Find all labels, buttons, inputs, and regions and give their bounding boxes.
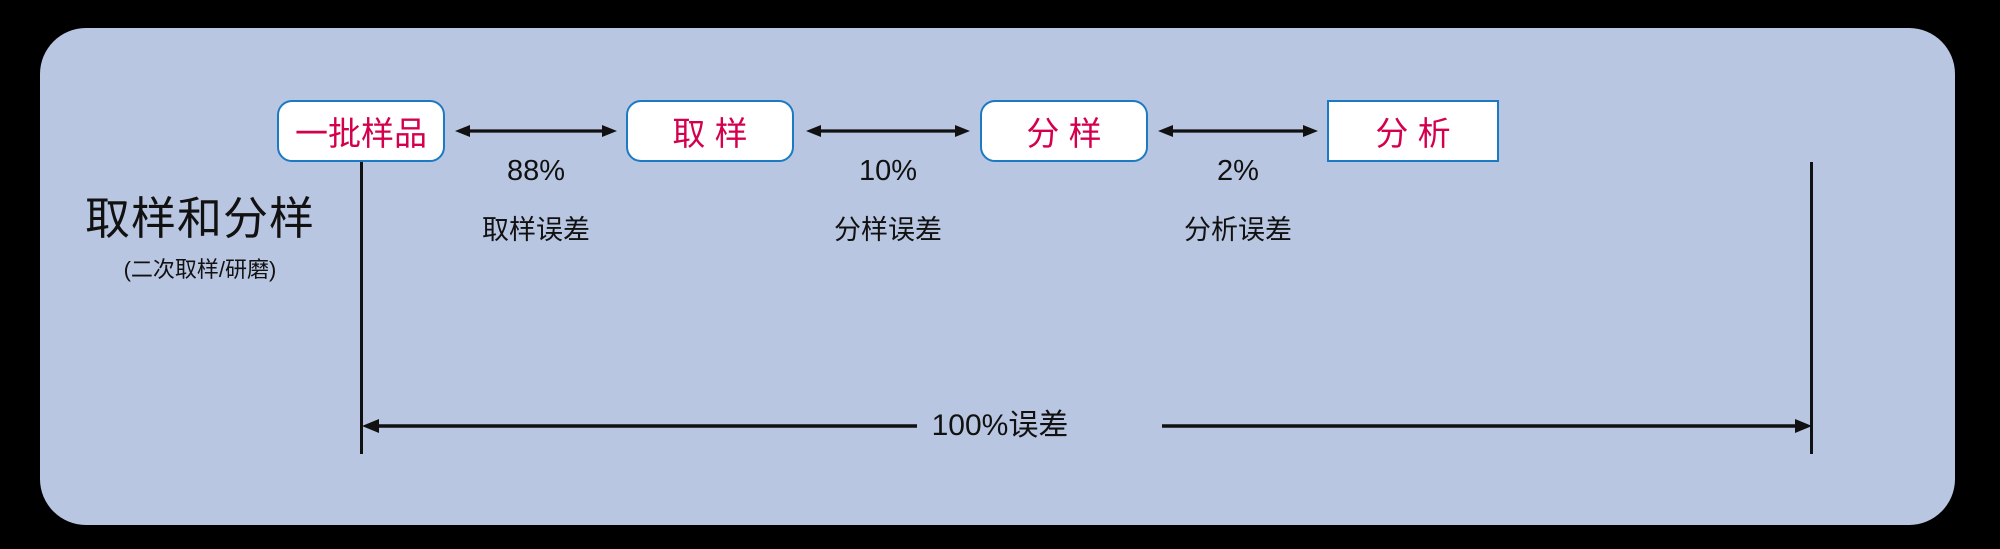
percent-division: 10%	[858, 155, 918, 187]
error-label-division: 分样误差	[834, 215, 942, 245]
node-analysis[interactable]: 分 析	[1327, 100, 1499, 162]
percent-analysis: 2%	[1217, 155, 1259, 187]
total-error-label: 100%误差	[931, 409, 1069, 442]
double-arrow-icon-sampling	[455, 125, 617, 137]
page-title: 取样和分样	[84, 193, 315, 244]
page-subtitle: (二次取样/研磨)	[123, 257, 277, 283]
error-label-sampling: 取样误差	[482, 215, 590, 245]
percent-sampling: 88%	[506, 155, 566, 187]
double-arrow-icon-analysis	[1158, 125, 1318, 137]
double-arrow-icon-total	[362, 419, 1812, 433]
node-sample-division[interactable]: 分 样	[980, 100, 1148, 162]
connector-line-right	[1810, 162, 1813, 454]
double-arrow-icon-division	[806, 125, 970, 137]
error-label-analysis: 分析误差	[1184, 215, 1292, 245]
node-sampling[interactable]: 取 样	[626, 100, 794, 162]
node-batch-sample[interactable]: 一批样品	[277, 100, 445, 162]
connector-line-left	[360, 162, 363, 454]
heading-block: 取样和分样 (二次取样/研磨)	[55, 195, 345, 282]
